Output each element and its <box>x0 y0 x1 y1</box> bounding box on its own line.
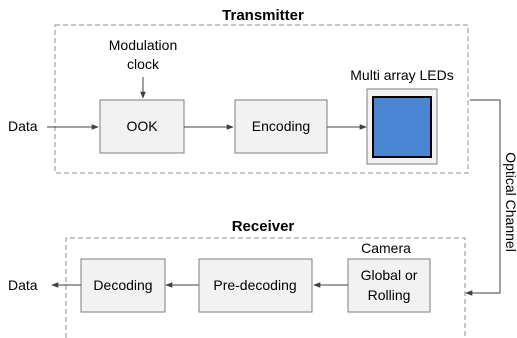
camera-label: Camera <box>361 240 411 256</box>
decoding-box <box>80 258 166 313</box>
predecoding-label: Pre-decoding <box>213 277 296 293</box>
decoding-label: Decoding <box>93 277 152 293</box>
camera-box-label-line2: Rolling <box>368 287 411 303</box>
camera-box <box>347 258 431 313</box>
transmitter-title: Transmitter <box>222 7 304 24</box>
camera-box-label-line1: Global or <box>361 267 418 283</box>
modulation-clock-label-line1: Modulation <box>109 37 178 53</box>
ook-label: OOK <box>126 118 158 134</box>
ook-box <box>99 99 185 154</box>
optical-channel-label: Optical Channel <box>503 152 517 252</box>
led-label: Multi array LEDs <box>350 67 453 83</box>
receiver-title: Receiver <box>232 218 295 235</box>
transmitter-boundary <box>54 24 469 174</box>
modulation-clock-label-line2: clock <box>127 56 160 72</box>
receiver-boundary <box>65 237 466 338</box>
led-array-icon <box>372 96 432 158</box>
input-data-label: Data <box>8 118 38 134</box>
optical-channel-path <box>465 99 501 296</box>
output-data-label: Data <box>8 277 38 293</box>
predecoding-box <box>198 258 313 313</box>
encoding-label: Encoding <box>252 118 310 134</box>
